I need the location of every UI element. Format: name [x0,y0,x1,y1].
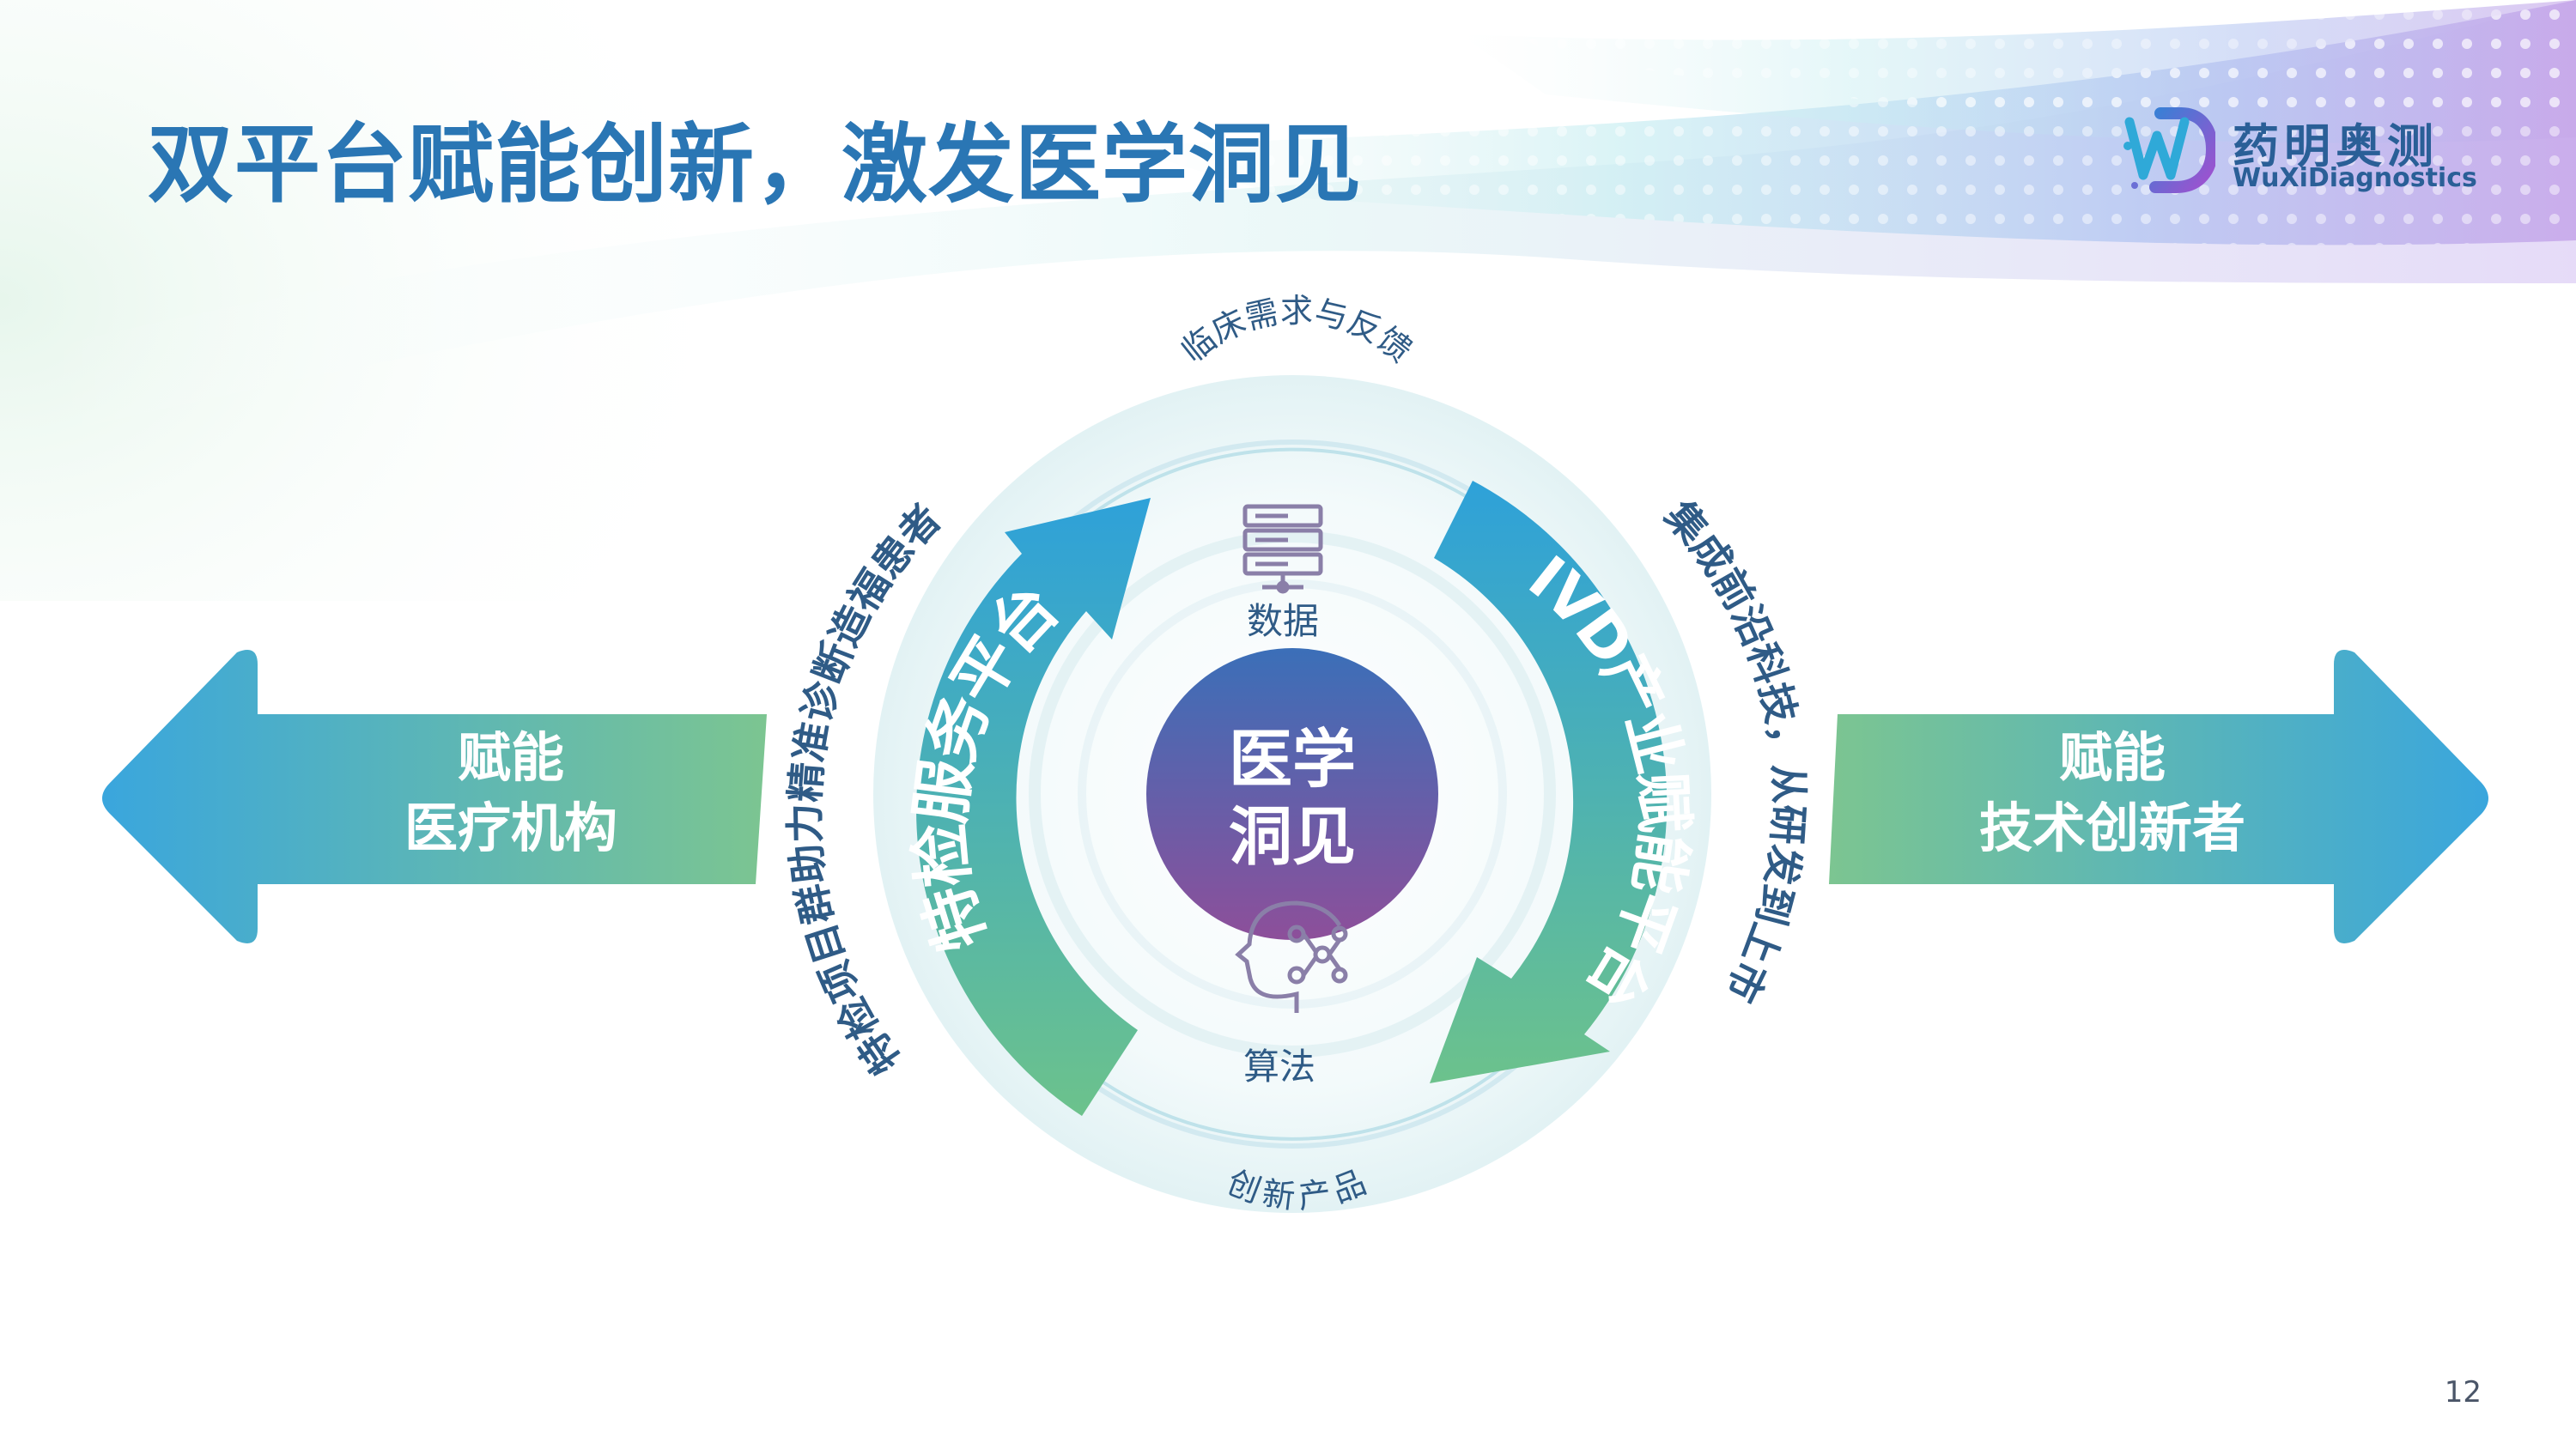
right-arrow-label: 赋能 技术创新者 [1923,723,2301,864]
company-logo: 药明奥测 WuXiDiagnostics [2121,101,2477,196]
left-arrow-line2: 医疗机构 [404,796,617,859]
page-number: 12 [2444,1375,2482,1410]
right-arrow-line1: 赋能 [2058,726,2166,789]
server-icon [1242,504,1323,594]
right-cycle-arrow [1430,481,1668,1083]
cycle-top-label: 临床需求与反馈 [1175,292,1419,370]
algorithm-label: 算法 [1243,1046,1315,1088]
center-circle [1146,648,1438,940]
ai-head-icon [1235,900,1348,1013]
right-arrow [1829,650,2488,943]
left-arrow-label: 赋能 医疗机构 [331,723,691,864]
left-arrow-line1: 赋能 [457,726,564,789]
logo-english-name: WuXiDiagnostics [2233,163,2477,193]
left-arrow [102,650,767,943]
data-label: 数据 [1247,600,1319,642]
right-arrow-line2: 技术创新者 [1978,796,2245,859]
wd-logo-icon [2123,107,2215,193]
left-cycle-arrow [916,498,1151,1116]
center-text-line1: 医学 [1229,723,1356,797]
center-text-line2: 洞见 [1229,800,1356,874]
page-title: 双平台赋能创新，激发医学洞见 [148,114,1362,215]
logo-chinese-name: 药明奥测 [2233,119,2439,173]
